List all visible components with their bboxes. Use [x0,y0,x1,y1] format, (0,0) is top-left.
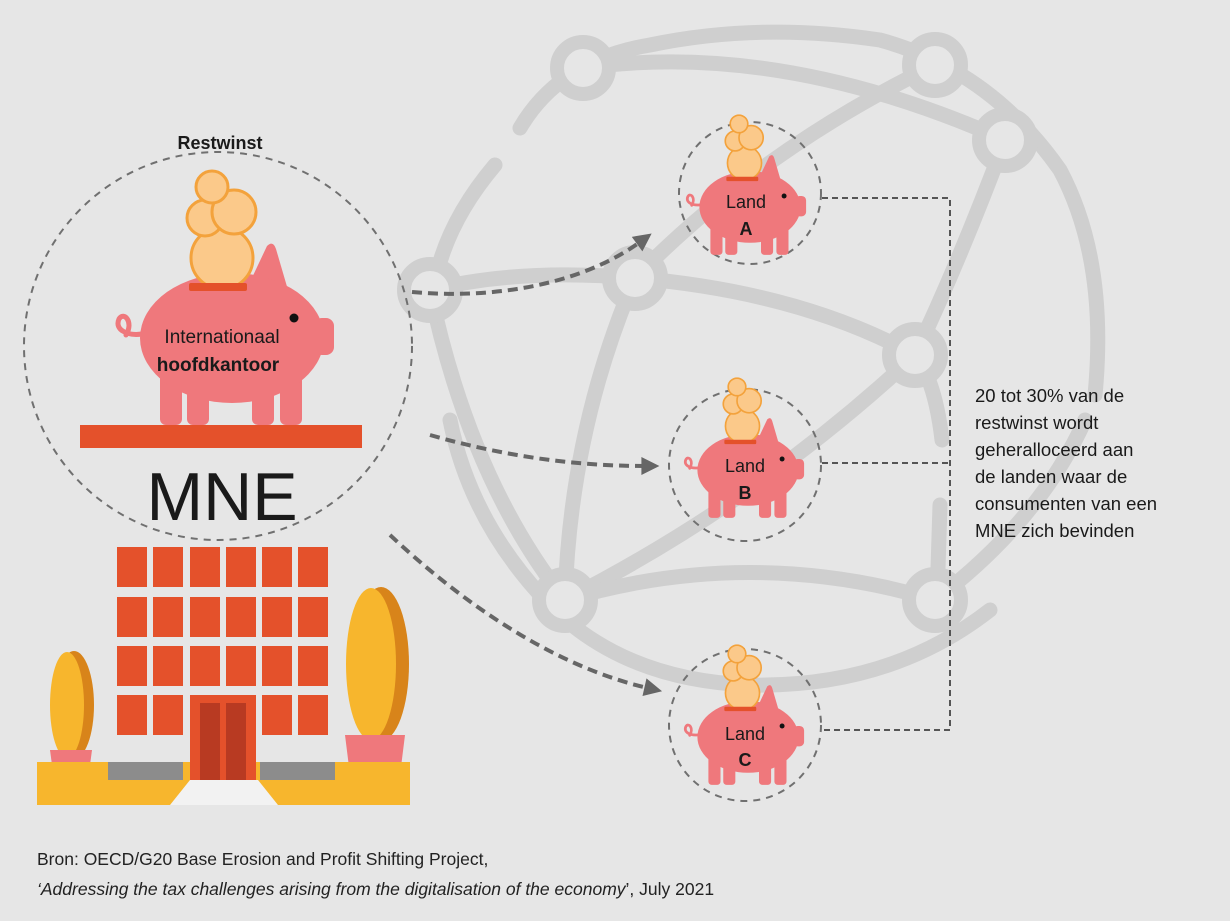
window [298,695,328,735]
source-line-1: Bron: OECD/G20 Base Erosion and Profit S… [37,849,488,869]
tree-icon [345,587,409,775]
country-label: Land [726,192,766,212]
country-a: Land A [678,113,822,265]
window [226,547,256,587]
note-line: MNE zich bevinden [975,520,1134,541]
source-publication-title: ‘Addressing the tax challenges arising f… [37,879,627,899]
window [262,597,292,637]
piggy-bank-icon [118,171,334,425]
window [298,646,328,686]
window [117,547,147,587]
window [298,547,328,587]
network-node [972,107,1038,173]
entrance-steps [170,780,278,805]
country-label: Land [725,456,765,476]
network-node [902,567,968,633]
network-node [550,35,616,101]
window [190,597,220,637]
country-label: Land [725,724,765,744]
tree-icon [50,651,94,780]
building-step-left [108,762,183,780]
window [226,646,256,686]
network-node [397,257,463,323]
company-label: MNE [146,459,297,535]
network-node [602,245,668,311]
window [117,646,147,686]
window [153,547,183,587]
door-icon [190,695,256,780]
country-letter: A [740,219,753,239]
window [190,547,220,587]
window [190,646,220,686]
window [262,547,292,587]
arrow-to-land-a [411,233,652,296]
window [117,597,147,637]
network-node [902,32,968,98]
note-line: geheralloceerd aan [975,439,1133,460]
headquarters-label-line1: Internationaal [164,327,279,348]
reallocation-note: 20 tot 30% van de restwinst wordt gehera… [975,385,1157,541]
bracket-connector [822,197,951,731]
note-line: consumenten van een [975,493,1157,514]
window [226,597,256,637]
shelf-bar [80,425,362,448]
network-node [882,322,948,388]
office-building-icon [37,547,410,805]
window [262,695,292,735]
network-node [532,567,598,633]
window [298,597,328,637]
source-citation: Bron: OECD/G20 Base Erosion and Profit S… [37,849,714,899]
window [153,646,183,686]
source-line-2: ‘Addressing the tax challenges arising f… [37,879,714,899]
building-windows [117,547,328,735]
country-c: Land C [668,643,822,802]
window [153,597,183,637]
window [262,646,292,686]
residual-profit-title: Restwinst [177,133,262,153]
note-line: restwinst wordt [975,412,1098,433]
headquarters-group: Restwinst Internationaal hoofdkantoor MN… [23,133,413,541]
window [153,695,183,735]
country-dashed-circle [678,121,822,265]
note-line: de landen waar de [975,466,1127,487]
window [117,695,147,735]
headquarters-label-line2: hoofdkantoor [157,355,280,376]
country-letter: B [739,483,752,503]
building-step-right [260,762,335,780]
note-line: 20 tot 30% van de [975,385,1124,406]
source-date: ’, July 2021 [626,879,715,899]
country-letter: C [739,750,752,770]
country-b: Land B [668,376,822,542]
headquarters-dashed-circle [23,151,413,541]
